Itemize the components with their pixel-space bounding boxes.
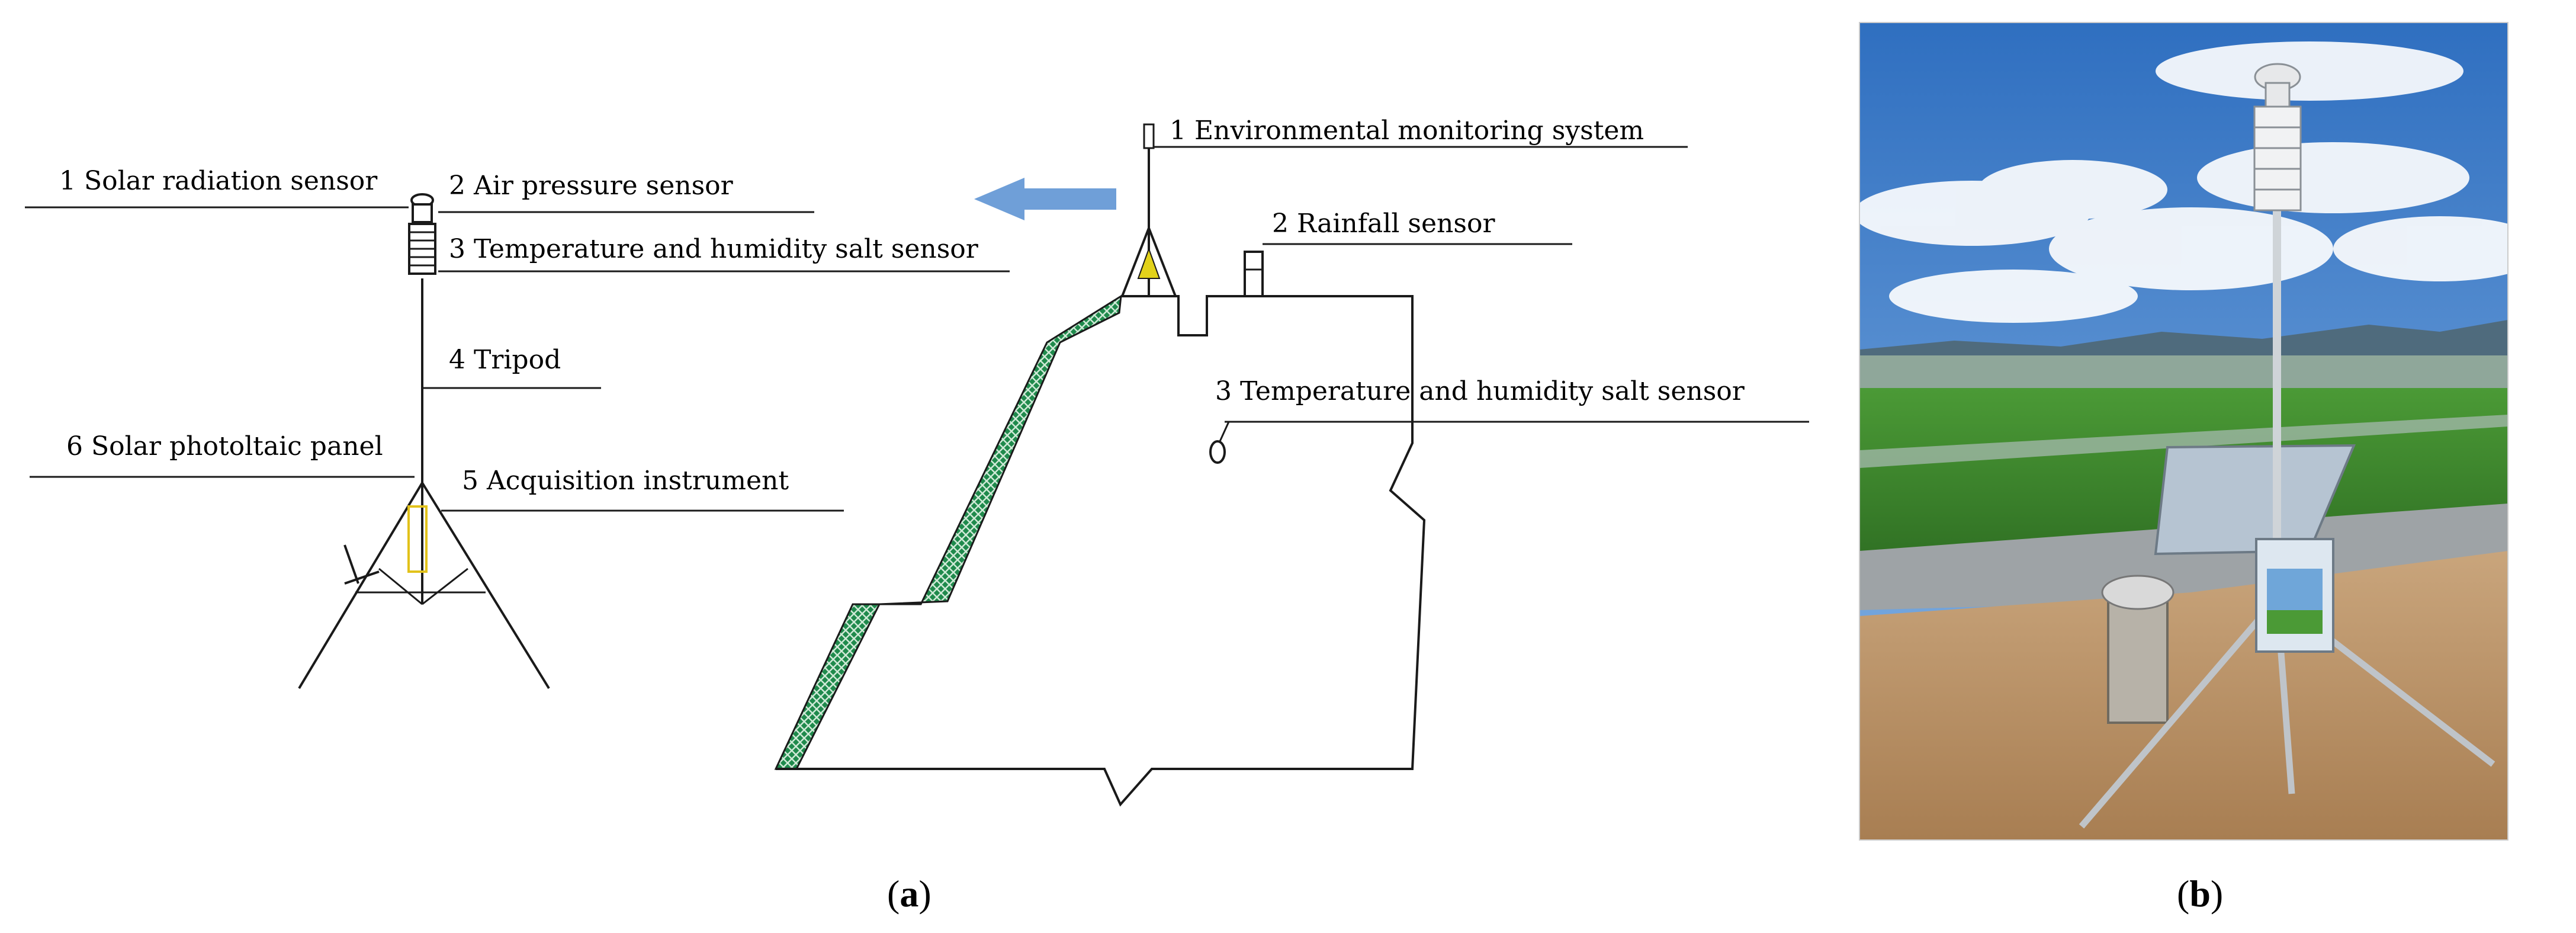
slope-label-2: 2 Rainfall sensor: [1272, 209, 1495, 239]
temperature-shield-shape: [408, 223, 436, 275]
air-pressure-sensor-shape: [412, 203, 433, 223]
station-label-1: 1 Solar radiation sensor: [59, 166, 378, 196]
station-photo: [1859, 23, 2508, 840]
slope-label-1: 1 Environmental monitoring system: [1170, 116, 1644, 146]
station-label-6: 6 Solar photoltaic panel: [66, 431, 383, 461]
clouds: [1859, 41, 2508, 323]
acquisition-box-shape: [407, 505, 428, 573]
slope-band: [774, 294, 1122, 770]
station-label-4: 4 Tripod: [449, 345, 561, 375]
station-leader-lines: [25, 206, 1010, 512]
monitoring-system-shape: [1120, 225, 1177, 297]
station-label-2: 2 Air pressure sensor: [449, 171, 734, 201]
station-label-5: 5 Acquisition instrument: [462, 466, 789, 496]
soil: [1859, 551, 2508, 840]
station-diagram: 1 Solar radiation sensor 2 Air pressure …: [25, 166, 1010, 690]
caption-a: (a): [887, 873, 932, 915]
slope-label-3: 3 Temperature and humidity salt sensor: [1215, 376, 1745, 406]
slope-leader-lines: [1154, 146, 1809, 442]
rainfall-sensor-shape: [1244, 251, 1264, 297]
station-label-3: 3 Temperature and humidity salt sensor: [449, 234, 979, 264]
slope-diagram: 1 Environmental monitoring system 2 Rain…: [774, 116, 1809, 807]
section-outline: [776, 295, 1426, 807]
tripod-legs: [298, 482, 550, 690]
caption-b: (b): [2177, 873, 2223, 915]
solar-panel-shape: [343, 544, 380, 585]
soil-sensor-shape: [1209, 440, 1226, 464]
direction-arrow: [974, 178, 1116, 220]
